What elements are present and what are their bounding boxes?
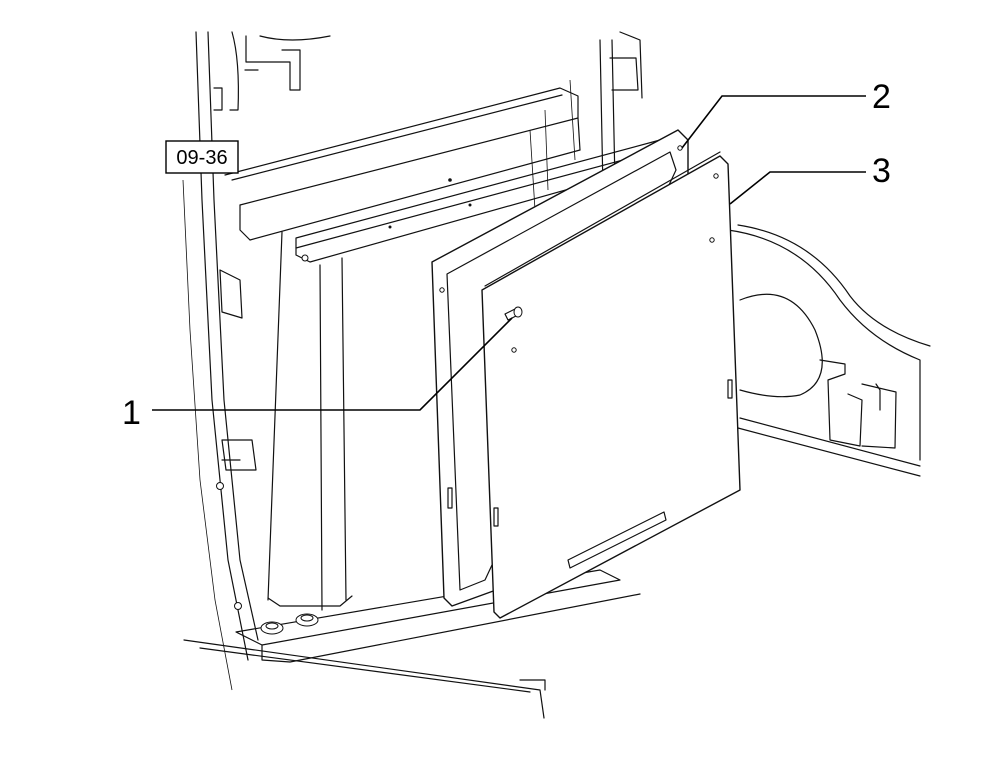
callout-1: 1 [122,394,141,432]
upper-crossbeam [224,87,581,241]
cab-left-pillar [182,31,259,691]
reference-label: 09-36 [176,147,227,169]
upper-bracket [244,35,331,91]
callout-2: 2 [872,78,891,116]
leader-line-1 [152,317,513,411]
right-shell [727,224,931,477]
callout-3: 3 [872,152,891,190]
leader-line-2 [681,95,866,149]
leader-lines [152,95,866,411]
cover-panel [481,151,741,619]
reference-box: 09-36 [165,140,239,174]
floor-base-plate [183,569,641,719]
screw [504,306,523,321]
leader-line-3 [729,171,866,205]
